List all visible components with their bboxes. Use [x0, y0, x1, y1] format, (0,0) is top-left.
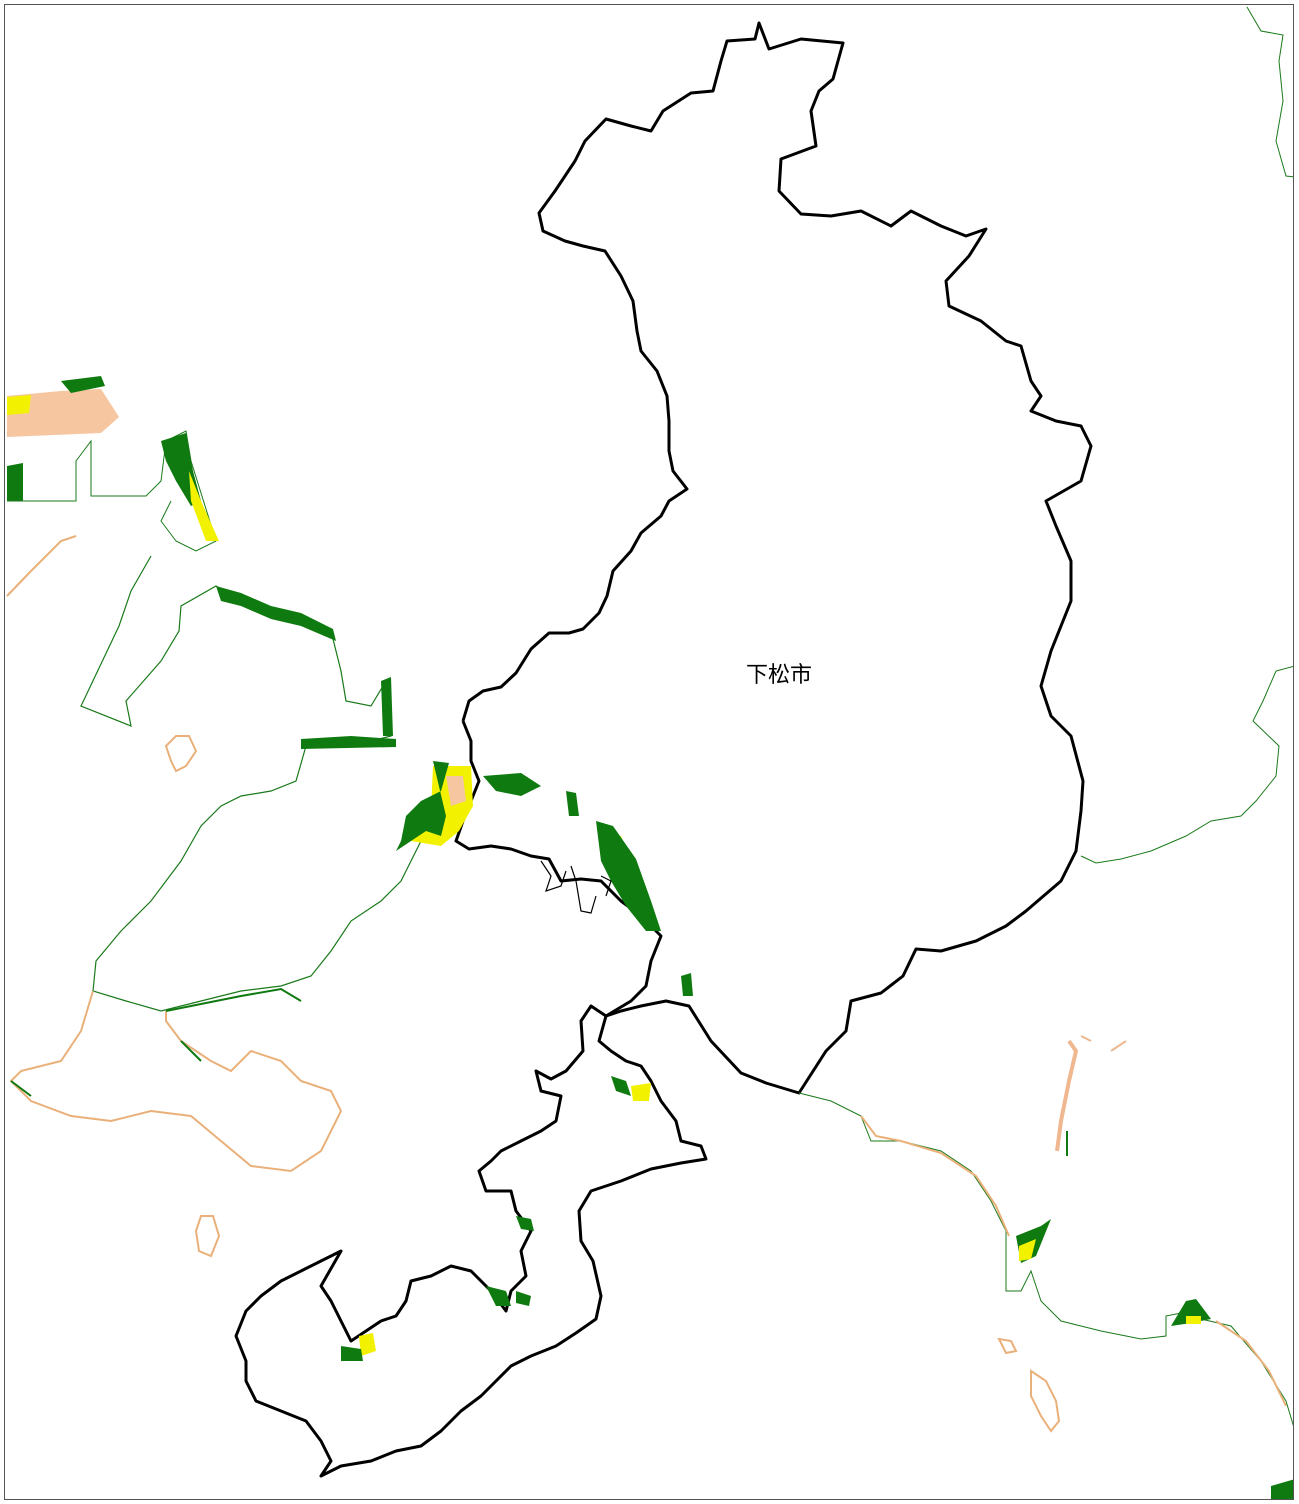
port-forest — [396, 761, 449, 851]
se-sand-strip — [1055, 1039, 1079, 1152]
west-lower-forest — [10, 987, 302, 1097]
central-port — [341, 761, 693, 1361]
map-frame: 下松市 — [4, 4, 1294, 1500]
city-boundary-outline — [461, 21, 1093, 1095]
port-forest-sw — [341, 1346, 363, 1361]
city-boundary-south — [234, 1004, 708, 1478]
island-se-1 — [1030, 1369, 1061, 1433]
city-boundary — [234, 21, 1093, 1478]
se-yellow-b — [1186, 1316, 1201, 1324]
west-coast — [9, 555, 442, 1258]
map-canvas — [6, 6, 1293, 1499]
port-forest-s5 — [516, 1216, 534, 1231]
nw-shore-curve — [6, 535, 77, 597]
nw-yellow-strip — [7, 395, 31, 415]
port-yellow-sw — [359, 1333, 376, 1356]
island-west-1 — [164, 735, 198, 773]
port-yellow-s2 — [631, 1083, 651, 1101]
port-sand — [446, 776, 466, 806]
se-sand-curve — [1080, 1035, 1127, 1052]
port-forest-s2 — [611, 1076, 631, 1096]
se-forest-corner — [1271, 1479, 1293, 1499]
se-shore-band — [860, 1115, 1010, 1237]
port-piers — [540, 860, 612, 914]
west-forest-horizontal — [301, 736, 396, 749]
port-forest-s1 — [681, 973, 693, 996]
nw-coast — [6, 376, 219, 597]
west-lower-coast — [9, 990, 343, 1173]
west-forest-vertical — [381, 677, 393, 736]
neighbor-boundary-ne — [1246, 6, 1293, 178]
port-forest-east — [483, 773, 541, 796]
nw-forest-top — [61, 376, 105, 393]
port-forest-s3 — [486, 1286, 511, 1306]
port-forest-s4 — [516, 1291, 531, 1306]
neighbor-boundary-e — [1080, 666, 1293, 864]
west-forest-strip — [216, 586, 336, 641]
island-se-2 — [997, 1337, 1018, 1355]
neighbor-boundary-lines — [1080, 6, 1293, 864]
city-boundary-west-inner — [454, 720, 663, 1018]
se-shore-right — [1215, 1320, 1287, 1407]
nw-yellow-pier — [189, 471, 219, 541]
island-west-2 — [194, 1215, 221, 1258]
se-coast — [798, 1035, 1293, 1499]
west-coast-outline — [80, 555, 442, 1012]
nw-forest-left — [7, 463, 23, 501]
port-forest-east-2 — [566, 791, 579, 816]
nw-sand-block — [7, 389, 119, 437]
port-forest-east-3 — [596, 821, 661, 931]
se-yellow-a — [1019, 1239, 1036, 1261]
city-label: 下松市 — [746, 663, 813, 688]
